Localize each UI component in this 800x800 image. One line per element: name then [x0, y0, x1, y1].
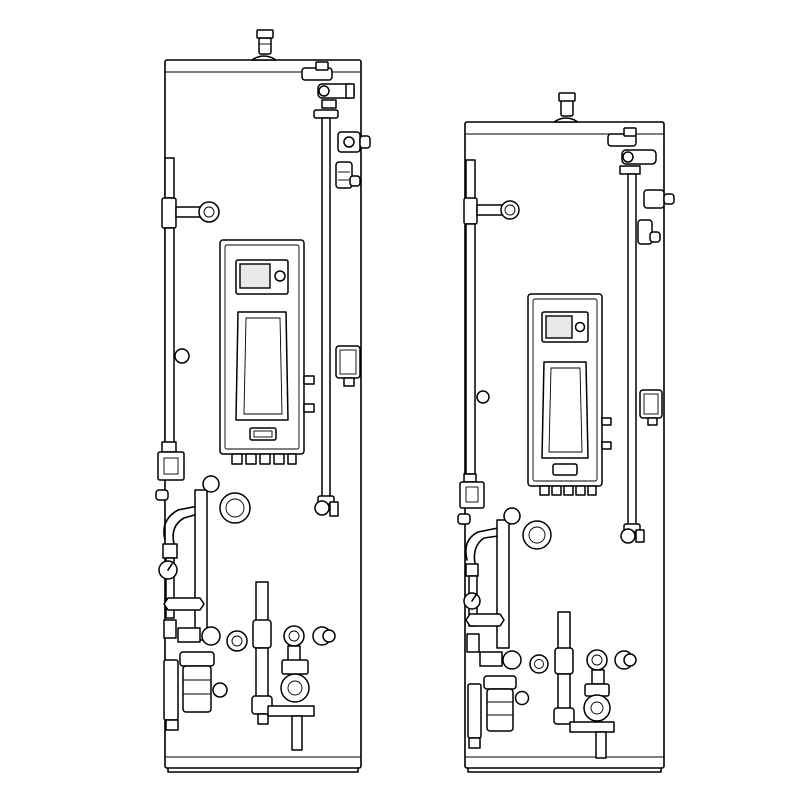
controller-panel-small: [527, 293, 612, 496]
cylinder-large: [155, 29, 371, 773]
display-screen-small: [541, 311, 589, 343]
pressure-gauge-small: [463, 592, 481, 610]
cylinder-small: [457, 92, 675, 773]
expansion-relief-valve-group: [301, 61, 355, 119]
immersion-boss-small: [476, 390, 552, 674]
controller-glands: [231, 453, 297, 465]
motorised-valve-small: [459, 389, 663, 509]
circulating-pump-small: [583, 683, 611, 722]
top-vent-valve-small: [553, 92, 579, 123]
controller-panel: [219, 239, 315, 465]
temperature-relief-valve: [335, 131, 371, 189]
display-screen: [235, 259, 289, 295]
motorised-valve: [157, 345, 361, 481]
temperature-relief-valve-small: [637, 189, 675, 245]
circulating-pump: [280, 659, 310, 703]
magnetic-filter: [163, 651, 228, 731]
magnetic-filter-small: [467, 675, 530, 749]
controller-glands-small: [539, 485, 597, 496]
immersion-boss: [174, 348, 251, 652]
pressure-gauge: [158, 560, 178, 580]
top-vent-valve: [251, 29, 277, 61]
pipework: [155, 117, 339, 751]
expansion-relief-valve-group-small: [607, 127, 657, 175]
